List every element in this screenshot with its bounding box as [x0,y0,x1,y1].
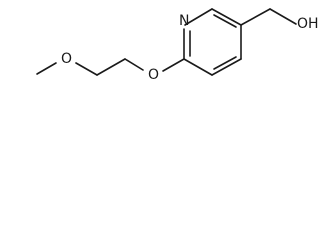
bond-c6-o [162,58,185,72]
methoxy-oxygen-label: O [61,51,72,67]
bond-c4-c5 [211,58,242,76]
bond-o-ch3 [36,62,57,75]
bond-c2-c3 [211,8,242,26]
bond-n-c2 [184,8,213,26]
bond-ch2-o [269,8,297,25]
chemical-structure: N OH O O [36,8,319,83]
bond-o-ch2a [124,58,144,71]
bond-c5-c6 [183,58,213,76]
bond-c3-ch2 [240,8,271,26]
pyridine-ring [183,8,242,76]
hydroxymethyl-group [240,8,297,26]
bond-c4-c5-inner [213,56,237,70]
methoxyethoxy-chain [36,58,185,76]
bond-ch2b-o [75,62,98,76]
bond-c2-c3-inner [213,14,237,28]
ring-nitrogen-label: N [179,13,189,29]
aryl-ether-oxygen-label: O [148,67,159,83]
hydroxyl-label: OH [297,16,319,32]
bond-ch2a-ch2b [96,58,126,76]
